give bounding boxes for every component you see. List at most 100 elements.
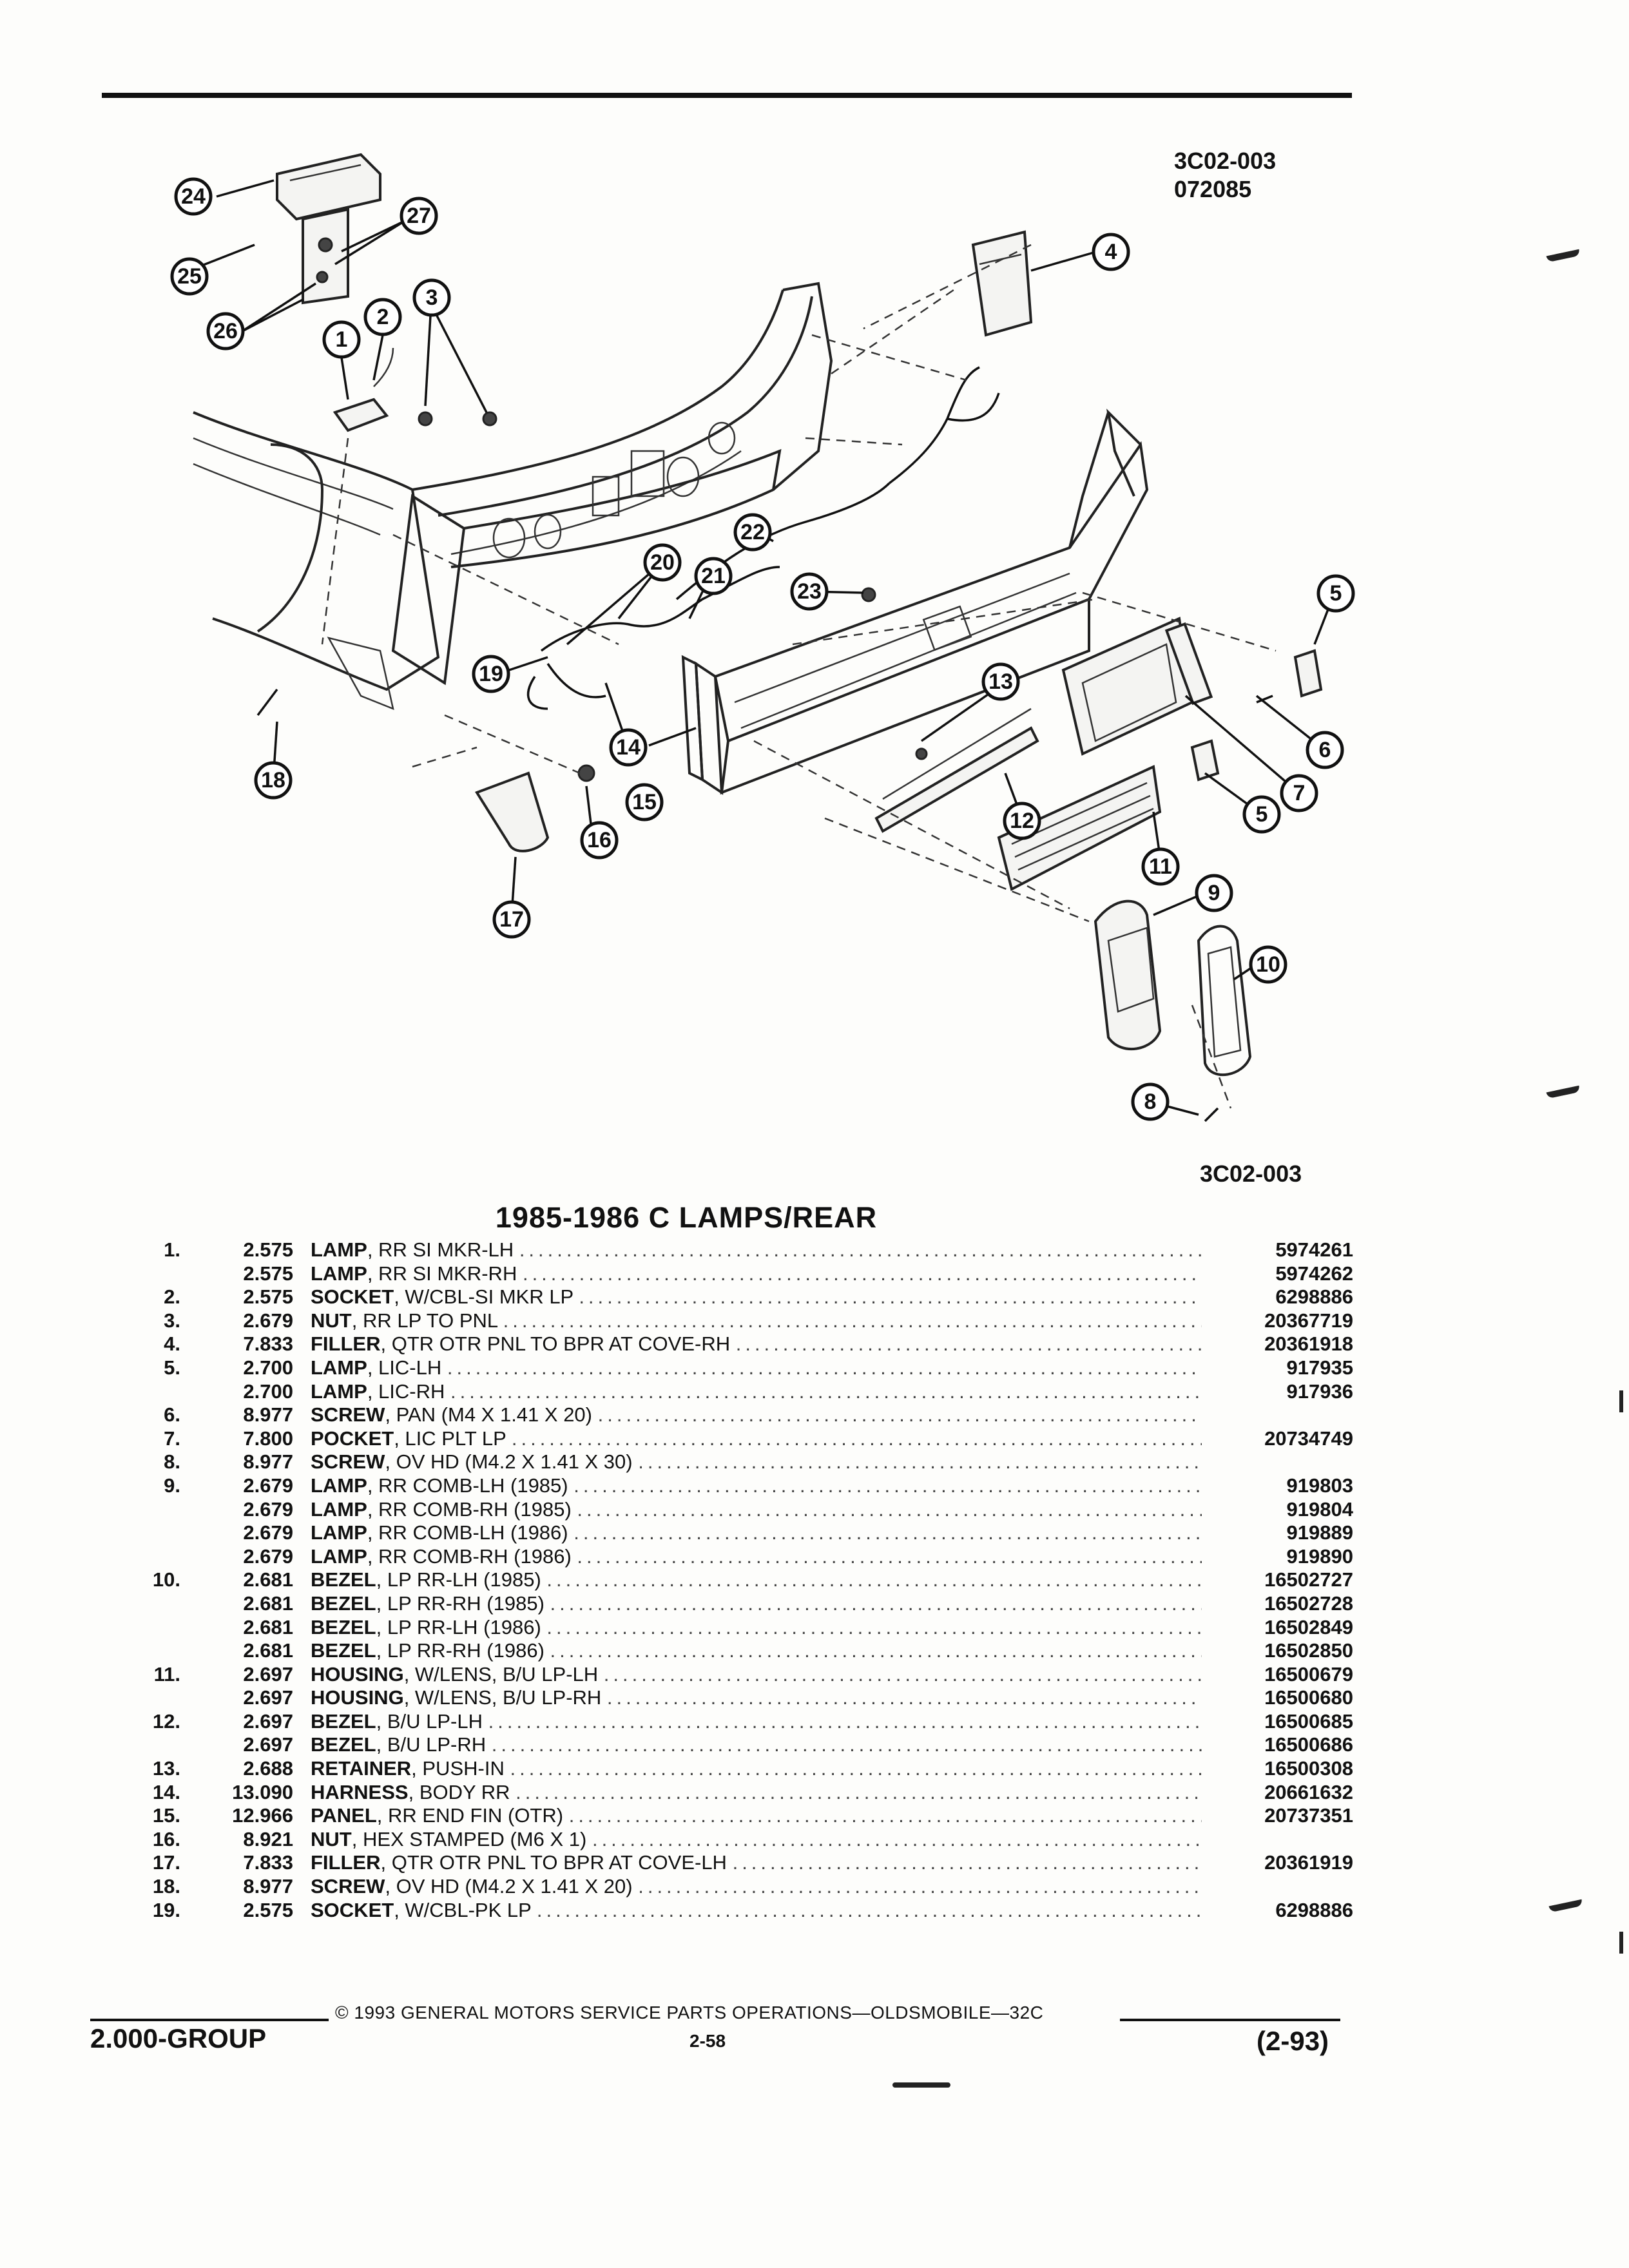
svg-text:8: 8 — [1144, 1090, 1157, 1114]
group-number: 2.697 — [243, 1733, 293, 1756]
part-number: 16502850 — [1264, 1639, 1353, 1662]
part-number: 20361918 — [1264, 1332, 1353, 1356]
svg-text:27: 27 — [407, 204, 431, 228]
parts-row: 2.697 BEZEL, B/U LP-RH ..................… — [103, 1733, 1353, 1757]
page-title: 1985-1986 C LAMPS/REAR — [495, 1201, 878, 1234]
part-name: LAMP — [311, 1521, 367, 1544]
part-number: 5974261 — [1275, 1238, 1353, 1261]
group-number: 2.681 — [243, 1591, 293, 1615]
part-description: BEZEL, B/U LP-RH .......................… — [311, 1733, 1202, 1756]
leader-dots: ........................................… — [447, 1356, 1202, 1379]
part-detail: , RR END FIN (OTR) — [376, 1804, 564, 1827]
item-number: 13. — [152, 1757, 180, 1780]
callout-17: 17 — [492, 900, 531, 939]
callout-4: 4 — [1092, 233, 1130, 271]
part-description: BEZEL, LP RR-LH (1985) .................… — [311, 1568, 1202, 1591]
part-number: 16500685 — [1264, 1709, 1353, 1733]
leader-dots: ........................................… — [574, 1521, 1202, 1544]
part-detail: , LIC PLT LP — [394, 1427, 506, 1450]
leader-dots: ........................................… — [597, 1403, 1202, 1427]
filler-lh — [475, 771, 550, 852]
part-name: SOCKET — [311, 1285, 394, 1309]
leader-dots: ........................................… — [577, 1544, 1202, 1568]
part-detail: , HEX STAMPED (M6 X 1) — [351, 1827, 587, 1850]
leader-dots: ........................................… — [522, 1262, 1202, 1285]
callout-21: 21 — [694, 557, 733, 595]
svg-text:25: 25 — [177, 264, 202, 289]
callout-18: 18 — [254, 761, 293, 800]
part-name: POCKET — [311, 1427, 394, 1450]
group-number: 2.679 — [243, 1474, 293, 1497]
group-number: 8.977 — [243, 1403, 293, 1427]
svg-text:10: 10 — [1256, 952, 1280, 977]
svg-text:11: 11 — [1149, 854, 1172, 879]
svg-text:5: 5 — [1256, 802, 1268, 827]
svg-text:13: 13 — [988, 669, 1013, 694]
group-number: 2.679 — [243, 1497, 293, 1521]
leader-dots: ........................................… — [735, 1332, 1202, 1356]
callout-27: 27 — [400, 197, 438, 235]
callout-13: 13 — [981, 662, 1020, 701]
scan-artifact — [892, 2082, 950, 2088]
item-number: 10. — [152, 1568, 180, 1591]
leader-dots: ........................................… — [450, 1379, 1202, 1403]
svg-text:6: 6 — [1319, 738, 1331, 762]
item-number: 11. — [153, 1662, 180, 1686]
rear-panel — [681, 408, 1149, 795]
item-number: 19. — [152, 1898, 180, 1921]
callout-19: 19 — [472, 655, 510, 693]
leader-dots: ........................................… — [511, 1427, 1202, 1450]
part-detail: , RR COMB-RH (1986) — [367, 1544, 572, 1568]
part-name: PANEL — [311, 1804, 377, 1827]
part-detail: , BODY RR — [408, 1780, 510, 1803]
item-number: 15. — [152, 1804, 180, 1827]
part-name: SCREW — [311, 1403, 385, 1427]
part-name: NUT — [311, 1827, 352, 1850]
filler-rh — [971, 230, 1033, 337]
svg-text:22: 22 — [740, 520, 765, 544]
svg-text:5: 5 — [1330, 581, 1342, 606]
part-number: 6298886 — [1275, 1285, 1353, 1309]
part-number: 20737351 — [1264, 1804, 1353, 1827]
part-description: SCREW, OV HD (M4.2 X 1.41 X 30) ........… — [311, 1450, 1202, 1474]
group-number: 13.090 — [232, 1780, 293, 1803]
svg-text:20: 20 — [650, 550, 675, 575]
svg-text:3: 3 — [426, 285, 438, 310]
group-number: 2.575 — [243, 1898, 293, 1921]
part-number: 6298886 — [1275, 1898, 1353, 1921]
part-number: 919803 — [1286, 1474, 1353, 1497]
top-rule — [102, 93, 1352, 98]
part-detail: , RR COMB-LH (1986) — [367, 1521, 568, 1544]
part-name: BEZEL — [311, 1615, 376, 1639]
group-number: 2.575 — [243, 1262, 293, 1285]
part-detail: , OV HD (M4.2 X 1.41 X 20) — [385, 1875, 633, 1898]
part-number: 16500680 — [1264, 1686, 1353, 1709]
part-name: BEZEL — [311, 1709, 376, 1733]
part-number: 919890 — [1286, 1544, 1353, 1568]
part-detail: , B/U LP-LH — [376, 1709, 483, 1733]
backup-lamp — [874, 707, 1162, 891]
group-number: 2.679 — [243, 1544, 293, 1568]
leader-dots: ........................................… — [592, 1827, 1202, 1850]
callout-10: 10 — [1249, 945, 1287, 984]
footer-rule-left — [90, 2019, 329, 2021]
svg-text:2: 2 — [377, 305, 389, 329]
part-name: FILLER — [311, 1851, 381, 1874]
part-detail: , B/U LP-RH — [376, 1733, 487, 1756]
leader-dots: ........................................… — [516, 1780, 1202, 1803]
leader-dots: ........................................… — [536, 1898, 1202, 1921]
leader-dots: ........................................… — [574, 1474, 1202, 1497]
item-number: 6. — [164, 1403, 180, 1427]
callout-26: 26 — [206, 312, 245, 351]
svg-text:14: 14 — [616, 735, 641, 760]
svg-text:16: 16 — [587, 828, 612, 852]
scan-artifact — [1548, 1899, 1583, 1913]
leader-dots: ........................................… — [606, 1686, 1202, 1709]
part-description: LAMP, RR COMB-LH (1985) ................… — [311, 1474, 1202, 1497]
